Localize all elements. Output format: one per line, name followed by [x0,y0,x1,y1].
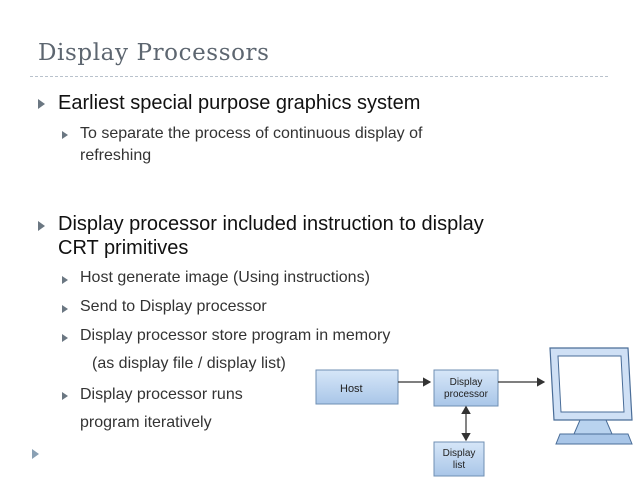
sub-bullet-arrow-icon [62,131,68,139]
sub-point-1-1-line-1: To separate the process of continuous di… [80,125,423,142]
bullet-point-2-line-2: CRT primitives [58,237,189,259]
sub-point-1-1-line-2: refreshing [80,147,152,164]
display-processor-diagram: Host Display processor Display list [315,347,633,477]
processor-label-line2: processor [444,389,489,400]
sub-point-2-2: Send to Display processor [80,298,267,315]
sub-bullet-arrow-icon [62,276,68,284]
sub-point-2-4-continuation: program iteratively [80,414,212,431]
host-label: Host [340,383,363,395]
bullet-point-1: Earliest special purpose graphics system [58,92,421,114]
sub-point-2-1: Host generate image (Using instructions) [80,269,370,286]
list-label-line2: list [453,460,465,471]
bullet-point-2-line-1: Display processor included instruction t… [58,213,484,235]
list-label-line1: Display [443,448,476,459]
display-processor-box: Display processor [433,369,499,407]
sub-point-2-3-continuation: (as display file / display list) [92,355,286,372]
bullet-arrow-icon [38,99,45,109]
processor-label-line1: Display [450,377,483,388]
sub-bullet-arrow-icon [62,392,68,400]
sub-point-2-4: Display processor runs [80,386,243,403]
slide-title: Display Processors [38,40,270,66]
title-divider [30,76,608,77]
display-list-box: Display list [433,441,485,477]
monitor-icon [549,347,633,445]
sub-point-2-3: Display processor store program in memor… [80,327,391,344]
sub-bullet-arrow-icon [62,305,68,313]
host-box: Host [315,369,399,405]
footer-arrow-icon [32,449,39,459]
sub-bullet-arrow-icon [62,334,68,342]
bullet-arrow-icon [38,221,45,231]
